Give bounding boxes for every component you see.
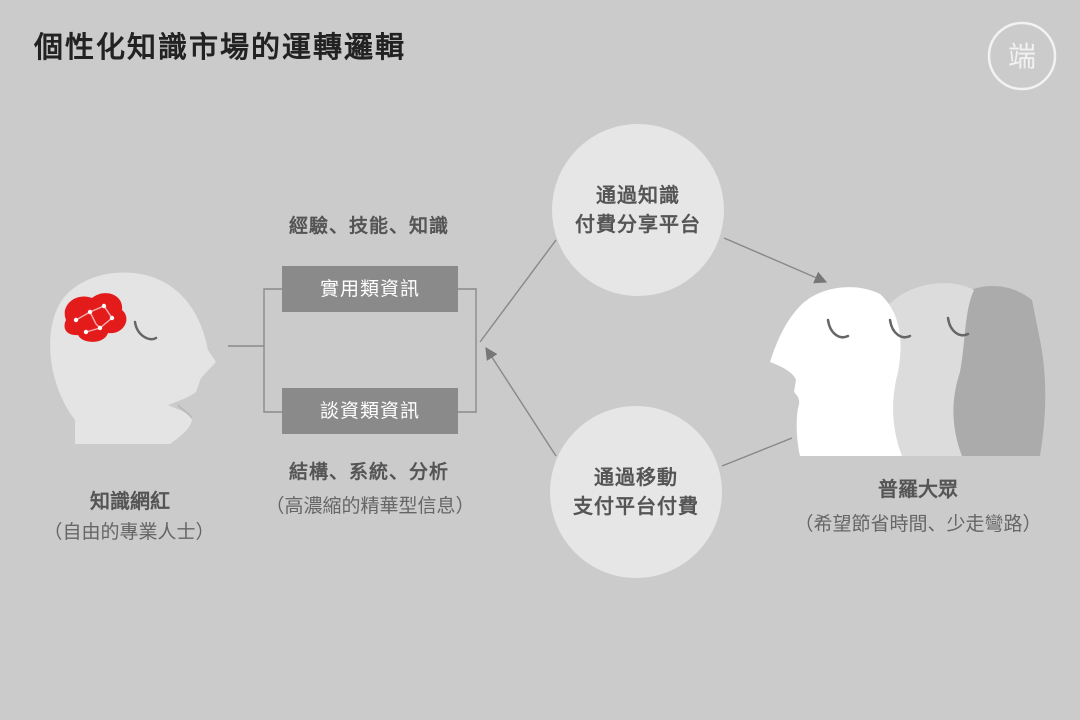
page-title: 個性化知識市場的運轉邏輯 bbox=[34, 30, 407, 64]
creator-note: （自由的專業人士） bbox=[43, 521, 215, 543]
audience-heads-icon bbox=[770, 283, 1046, 456]
line-from-audience bbox=[721, 437, 793, 467]
mobile-platform-circle: 通過移動 支付平台付費 bbox=[550, 406, 722, 578]
creator-head-icon bbox=[50, 272, 216, 444]
flow-arrows bbox=[479, 237, 828, 467]
talk-info-box: 談資類資訊 bbox=[282, 388, 458, 434]
brain-icon bbox=[64, 293, 127, 342]
practical-info-box: 實用類資訊 bbox=[282, 266, 458, 312]
line-to-knowledge-platform bbox=[479, 239, 557, 343]
audience-note: （希望節省時間、少走彎路） bbox=[794, 513, 1042, 535]
audience-name: 普羅大眾 bbox=[878, 477, 958, 501]
mobile-platform-line1: 通過移動 bbox=[594, 465, 678, 489]
arrow-to-audience bbox=[723, 237, 828, 284]
info-top-caption: 經驗、技能、知識 bbox=[288, 215, 449, 237]
duan-logo-icon: 端 bbox=[987, 21, 1057, 91]
closed-eye-icon bbox=[133, 320, 158, 341]
logo-text: 端 bbox=[1008, 40, 1036, 73]
bracket-lines bbox=[228, 288, 477, 413]
info-bottom-note: （高濃縮的精華型信息） bbox=[265, 495, 475, 517]
info-bottom-caption: 結構、系統、分析 bbox=[288, 461, 449, 483]
knowledge-platform-circle: 通過知識 付費分享平台 bbox=[552, 124, 724, 296]
knowledge-platform-line2: 付費分享平台 bbox=[575, 212, 701, 236]
arrow-to-info bbox=[485, 346, 557, 457]
creator-name: 知識網紅 bbox=[90, 489, 170, 513]
mobile-platform-line2: 支付平台付費 bbox=[573, 494, 699, 518]
knowledge-platform-line1: 通過知識 bbox=[596, 183, 680, 207]
